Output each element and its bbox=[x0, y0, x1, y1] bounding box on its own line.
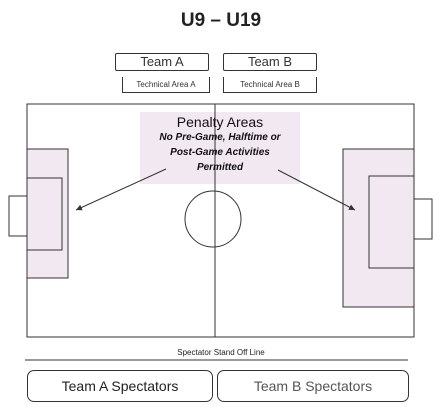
arrow-left bbox=[75, 168, 167, 211]
arrow-right bbox=[277, 169, 356, 211]
penalty-areas-line2: Post-Game Activities bbox=[170, 147, 270, 158]
page-title: U9 – U19 bbox=[180, 10, 262, 31]
technical-area-b: Technical Area B bbox=[223, 77, 317, 93]
left-goal bbox=[8, 195, 28, 237]
penalty-areas-note: Penalty Areas No Pre-Game, Halftime or P… bbox=[136, 114, 304, 175]
center-circle bbox=[184, 190, 242, 248]
penalty-areas-title: Penalty Areas bbox=[176, 114, 264, 130]
left-goal-area bbox=[26, 177, 63, 251]
team-a-box: Team A bbox=[115, 53, 209, 71]
right-goal bbox=[413, 198, 433, 240]
penalty-areas-line3: Permitted bbox=[196, 162, 244, 173]
team-a-spectators: Team A Spectators bbox=[27, 370, 213, 402]
penalty-areas-line1: No Pre-Game, Halftime or bbox=[159, 132, 281, 143]
team-b-box: Team B bbox=[223, 53, 317, 71]
right-goal-area bbox=[368, 175, 415, 269]
penalty-label-area bbox=[140, 112, 300, 184]
technical-area-a: Technical Area A bbox=[122, 77, 210, 93]
spectator-standoff-label: Spectator Stand Off Line bbox=[177, 348, 265, 357]
team-b-spectators: Team B Spectators bbox=[217, 370, 409, 402]
